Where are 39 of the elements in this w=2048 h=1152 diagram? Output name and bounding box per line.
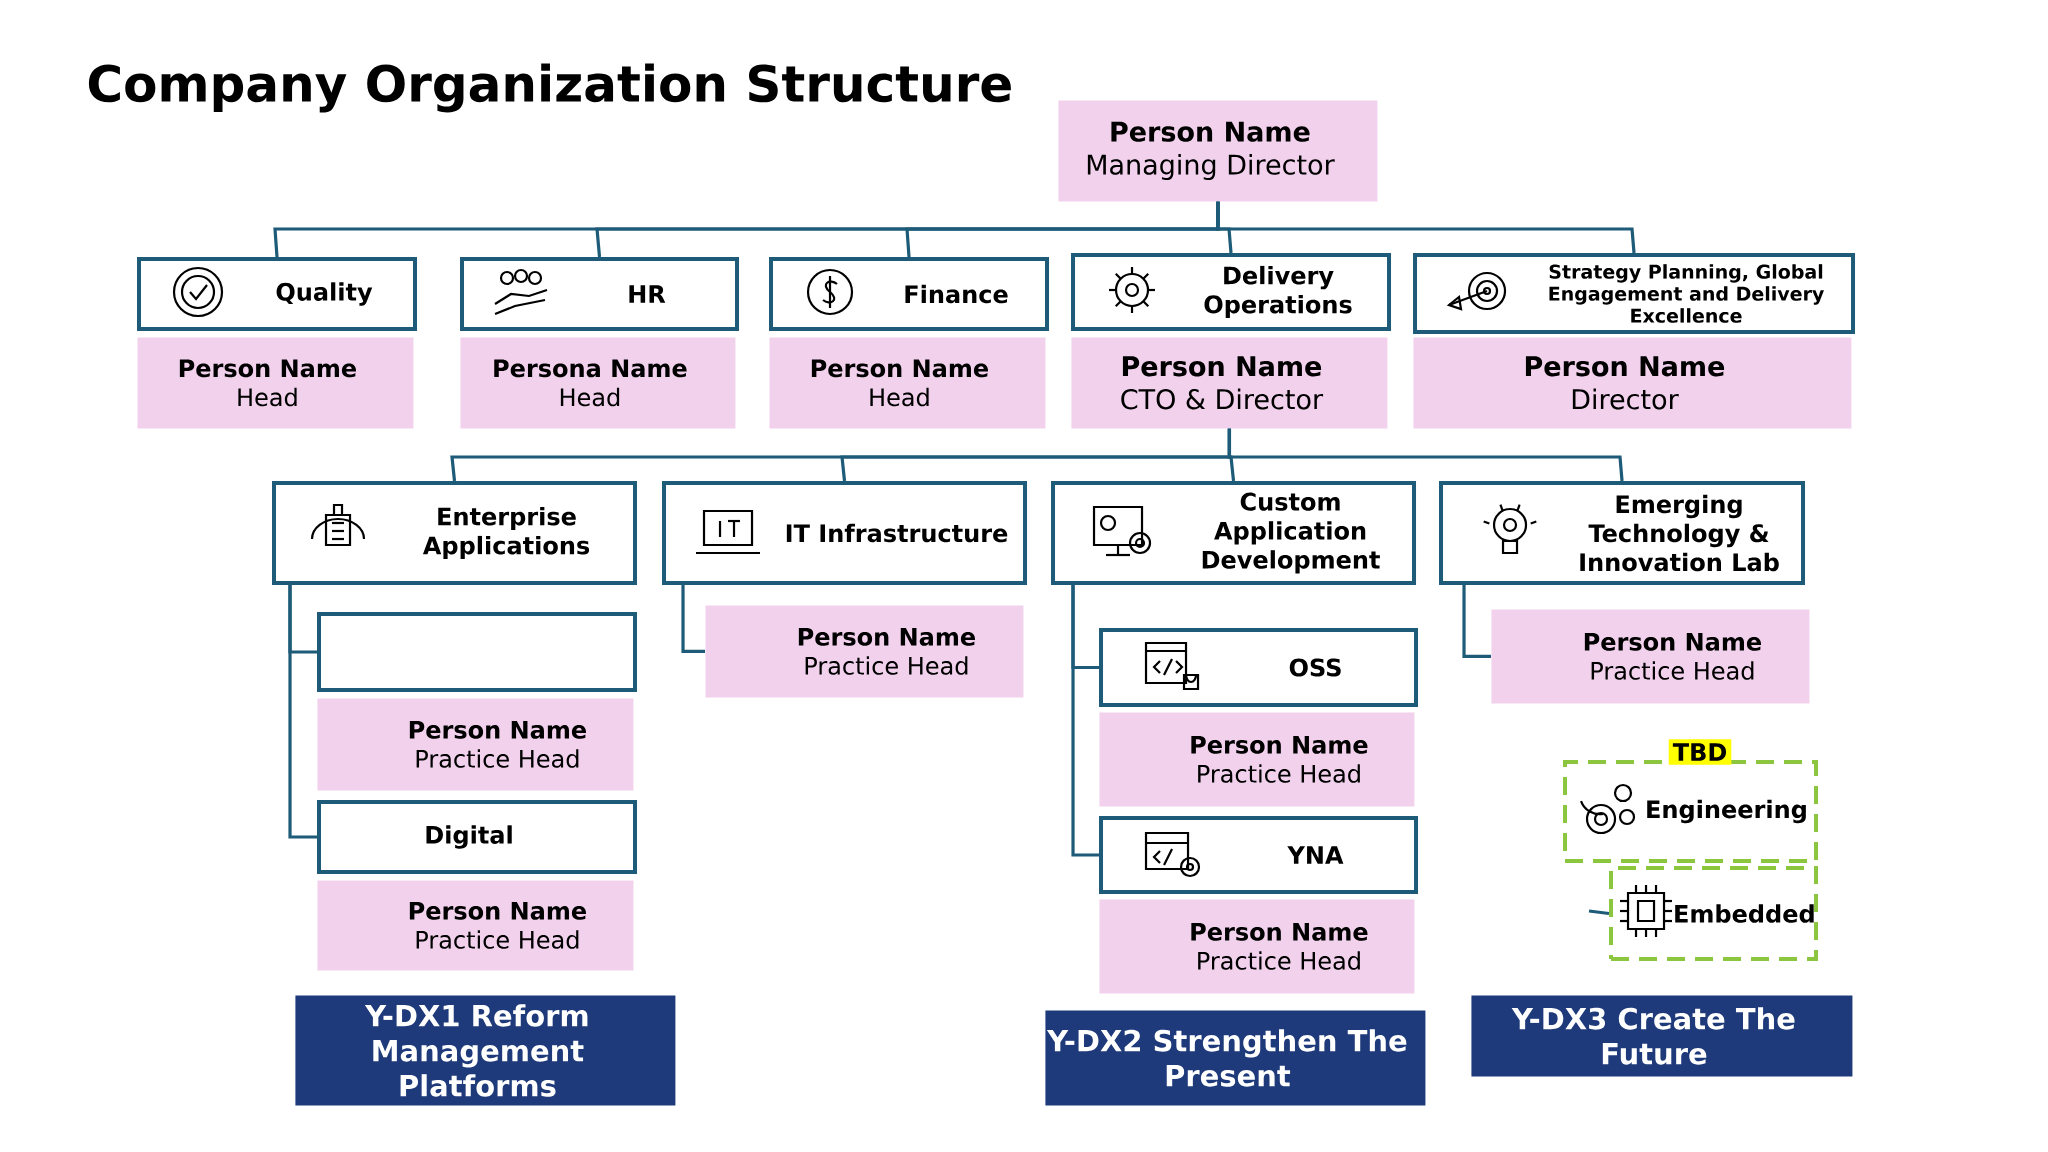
connector-line (1071, 585, 1099, 857)
person-box: Person Name Head (137, 337, 414, 429)
person-box: Person Name Managing Director (1058, 100, 1378, 202)
banner-box: Y-DX3 Create The Future (1471, 995, 1853, 1077)
person-box: Person Name Practice Head (317, 880, 634, 971)
unit-box: Strategy Planning, Global Engagement and Delivery Excellence (1413, 253, 1856, 334)
title: Company Organization Structure (88, 63, 1011, 113)
tag-label: TBD (1668, 739, 1732, 765)
unit-box: HR (460, 257, 739, 331)
person-box: Person Name Head (769, 337, 1046, 429)
unit-box: Finance (769, 257, 1049, 331)
unit-box: IT Infrastructure (662, 481, 1027, 585)
connector-line (288, 585, 317, 839)
person-box: Person Name Practice Head (1491, 609, 1810, 704)
unit-box: Enterprise Applications (272, 481, 637, 585)
dashed-box: Embedded (1609, 866, 1819, 961)
person-box: Person Name Practice Head (317, 698, 634, 791)
connector-line (681, 585, 705, 653)
person-box: Person Name Practice Head (1099, 712, 1415, 807)
connector-line (1588, 909, 1610, 916)
connector-line (1462, 585, 1491, 658)
unit-box: Emerging Technology & Innovation Lab (1439, 481, 1806, 585)
connector-line (1227, 428, 1624, 482)
unit-box (317, 612, 637, 692)
person-box: Persona Name Head (460, 337, 736, 429)
unit-box: YNA (1099, 816, 1418, 894)
unit-box: Quality (137, 257, 417, 331)
unit-box: Digital (317, 800, 637, 874)
connector-line (1216, 201, 1636, 254)
unit-box: OSS (1099, 628, 1418, 707)
person-box: Person Name Practice Head (705, 605, 1024, 698)
banner-box: Y-DX1 Reform Management Platforms (295, 995, 676, 1106)
unit-box: Custom Application Development (1051, 481, 1416, 585)
person-box: Person Name CTO & Director (1071, 337, 1388, 429)
person-box: Person Name Director (1413, 337, 1852, 429)
banner-box: Y-DX2 Strengthen The Present (1045, 1010, 1426, 1106)
person-box: Person Name Practice Head (1099, 899, 1415, 994)
dashed-box: Engineering (1563, 760, 1819, 863)
unit-box: Delivery Operations (1071, 253, 1391, 331)
